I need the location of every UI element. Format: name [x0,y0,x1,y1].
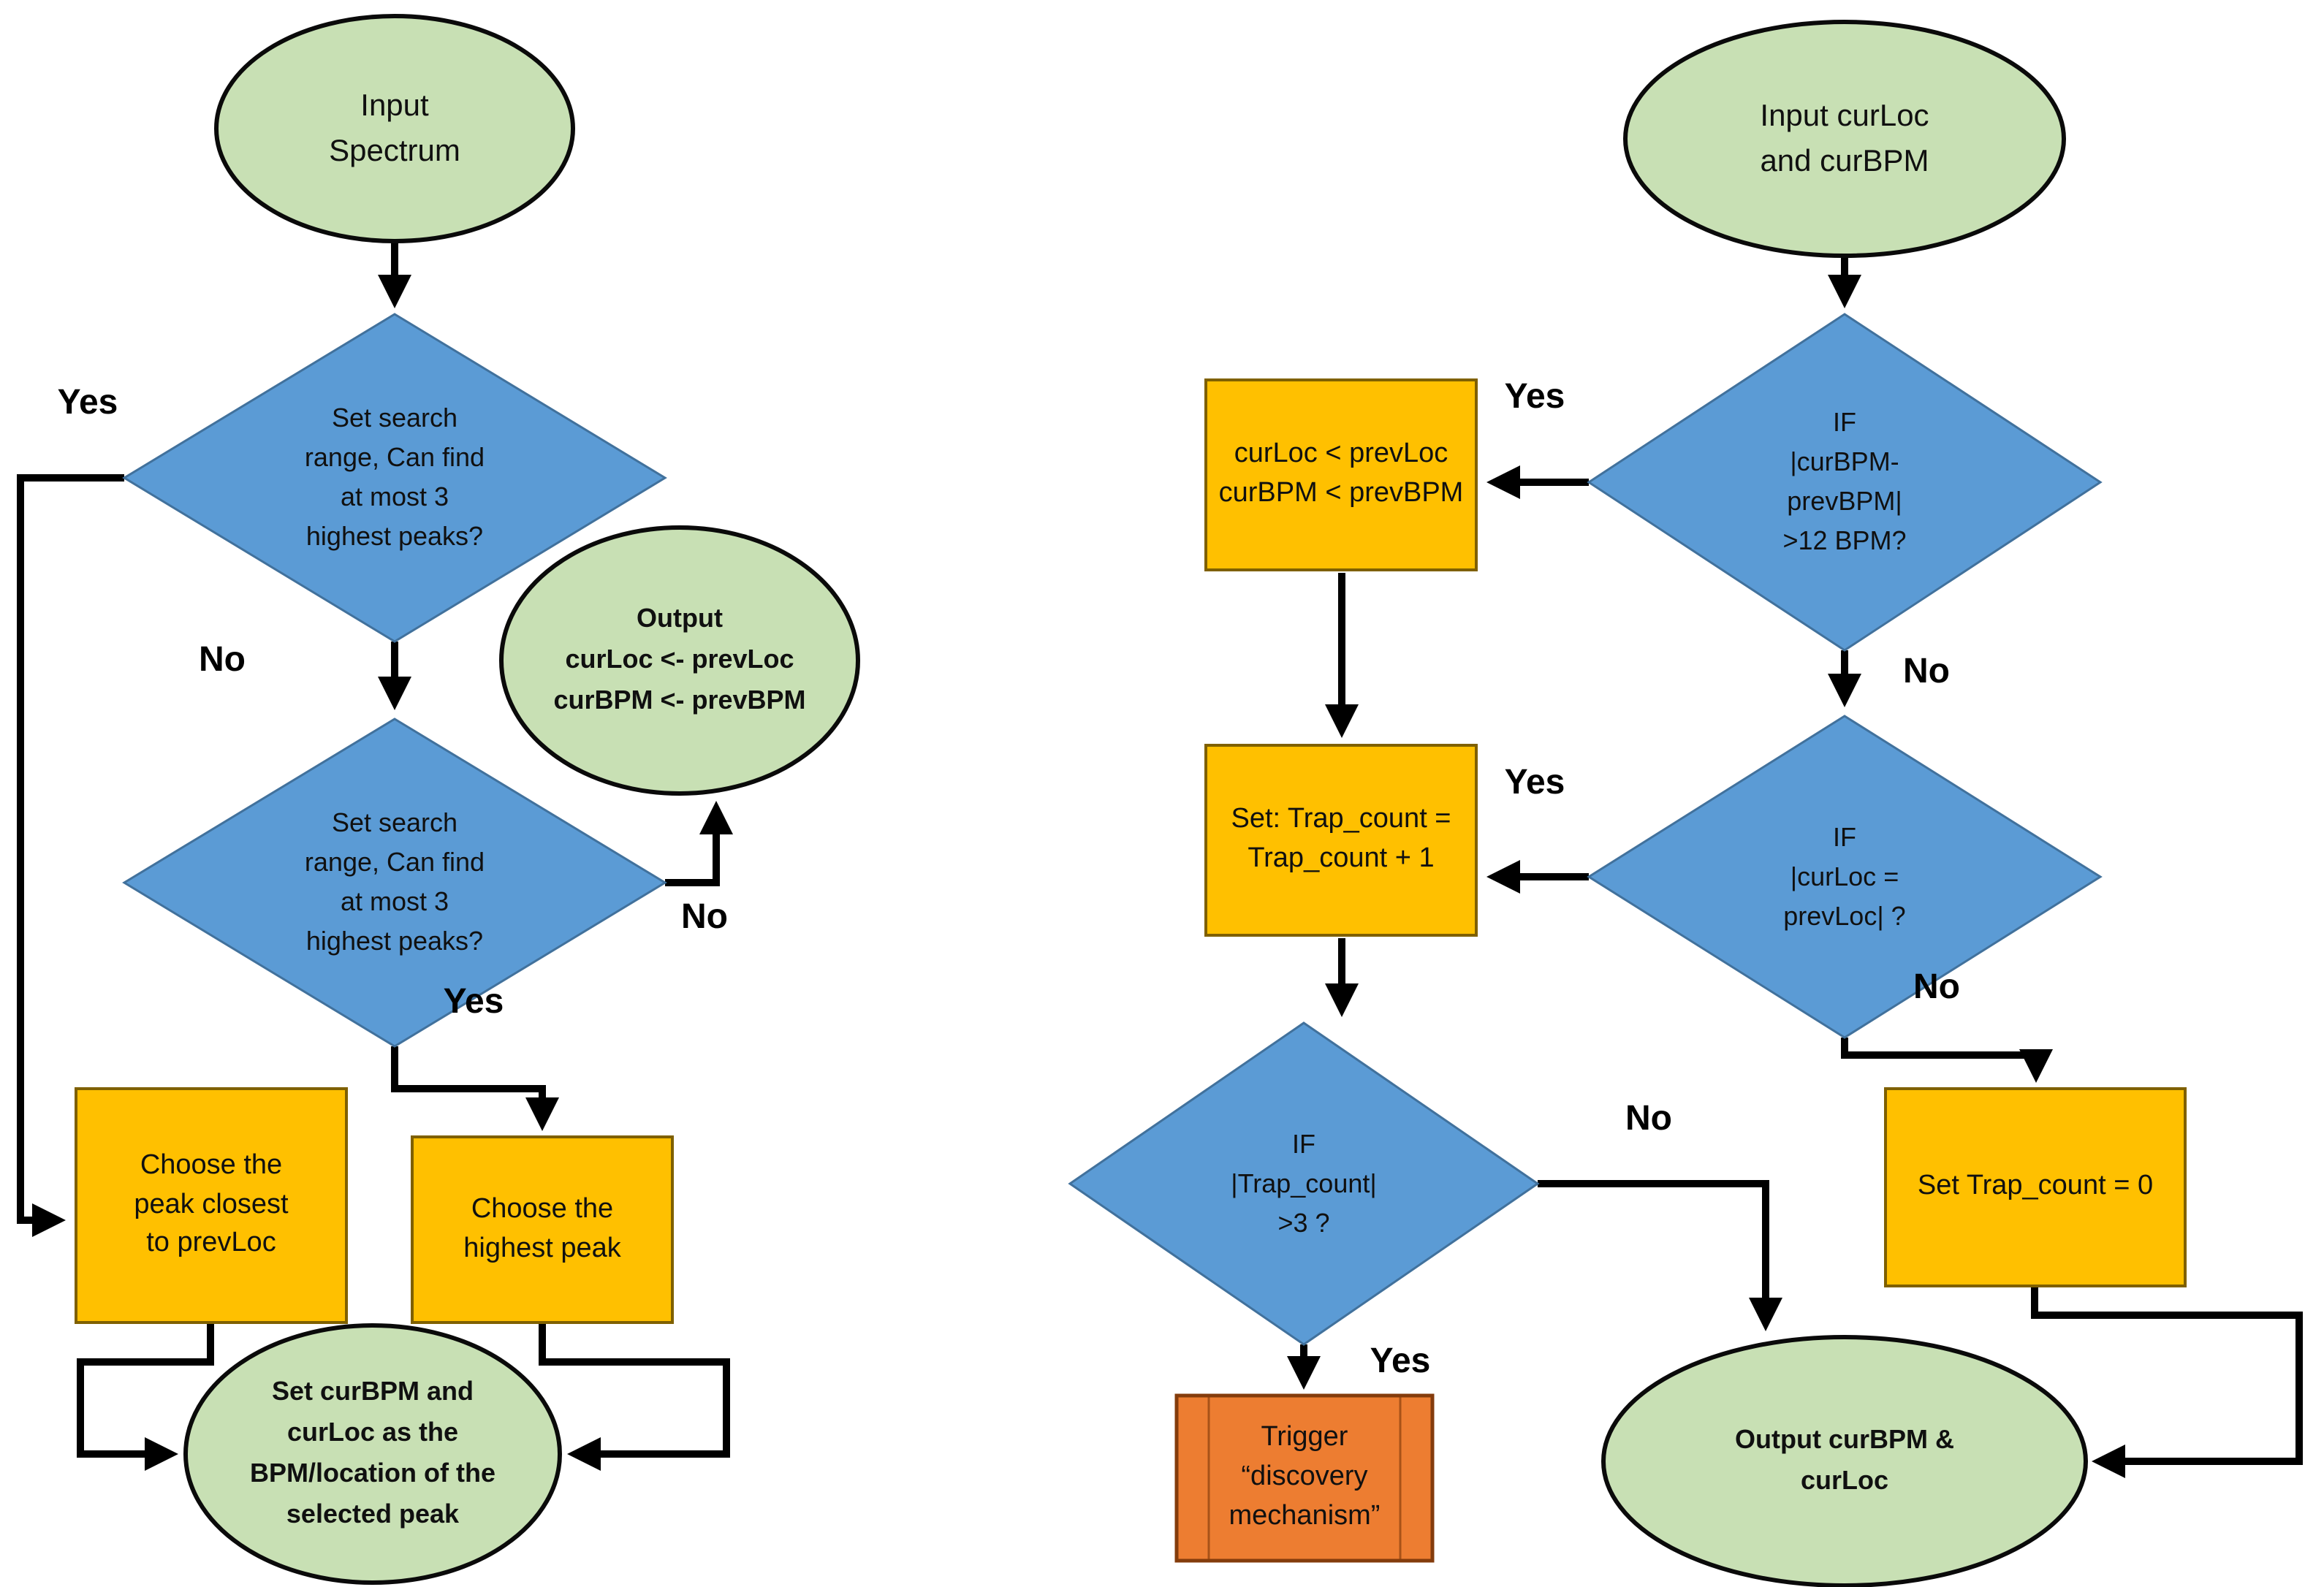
input-spectrum-ellipse [214,14,575,243]
search-range-decision-1 [122,313,667,643]
connector-closest-to-result [77,1322,214,1472]
clamp-values-box [1204,378,1478,571]
connector-reset-to-routput [2031,1286,2303,1478]
connector-decision1-yes [17,474,124,1238]
output-prev-ellipse [499,525,860,796]
curloc-equals-prevloc-decision [1587,715,2103,1039]
trap-count-reset-box [1884,1087,2187,1287]
input-curloc-curbpm-ellipse [1623,20,2066,258]
left-connectors [17,243,734,1472]
connector-decision2-no [665,800,734,886]
connector-rdecision2-no [1841,1038,2053,1084]
set-result-ellipse [183,1323,562,1585]
output-curbpm-curloc-ellipse [1601,1335,2088,1587]
trap-count-increment-box [1204,744,1478,937]
choose-closest-peak-box [75,1087,348,1324]
search-range-decision-2 [122,718,667,1048]
connector-highest-to-result [539,1322,730,1471]
trigger-discovery-rect [1174,1393,1435,1563]
right-connectors [1286,257,2303,1478]
connector-decision2-yes [391,1046,559,1132]
choose-highest-peak-box [411,1135,674,1324]
trap-count-threshold-decision [1068,1021,1540,1346]
trigger-discovery-box [1174,1393,1435,1563]
connector-rdecision3-no [1538,1180,1782,1332]
bpm-difference-decision [1587,313,2103,652]
